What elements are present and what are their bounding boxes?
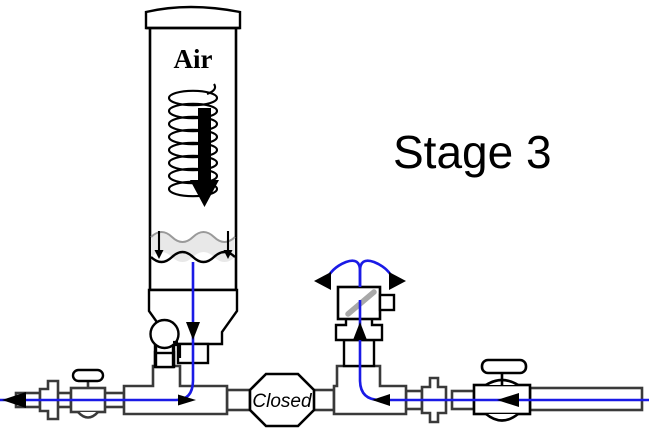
closed-valve-label: Closed: [252, 391, 313, 412]
water-down-arrow-right: [223, 231, 233, 259]
water-down-arrow-left: [154, 231, 164, 259]
air-label: Air: [174, 44, 213, 74]
tank-cap: [144, 5, 242, 30]
stage-title: Stage 3: [393, 126, 552, 178]
water-band: [150, 231, 236, 264]
left-tee: [122, 364, 229, 416]
right-ball-valve[interactable]: [472, 358, 532, 422]
vent-arrowheads: [314, 272, 406, 290]
pressure-gauge-assembly[interactable]: [149, 318, 182, 369]
vent-arrows: [324, 259, 396, 287]
solenoid-valve[interactable]: [334, 285, 396, 368]
air-pressure-arrow: [190, 108, 219, 207]
flow-line-inlet: [353, 300, 649, 407]
flow-line-tank-outlet: [0, 262, 200, 408]
left-ball-valve[interactable]: [69, 368, 107, 419]
closed-check-valve[interactable]: Closed: [248, 372, 316, 428]
right-tee: [332, 364, 408, 416]
